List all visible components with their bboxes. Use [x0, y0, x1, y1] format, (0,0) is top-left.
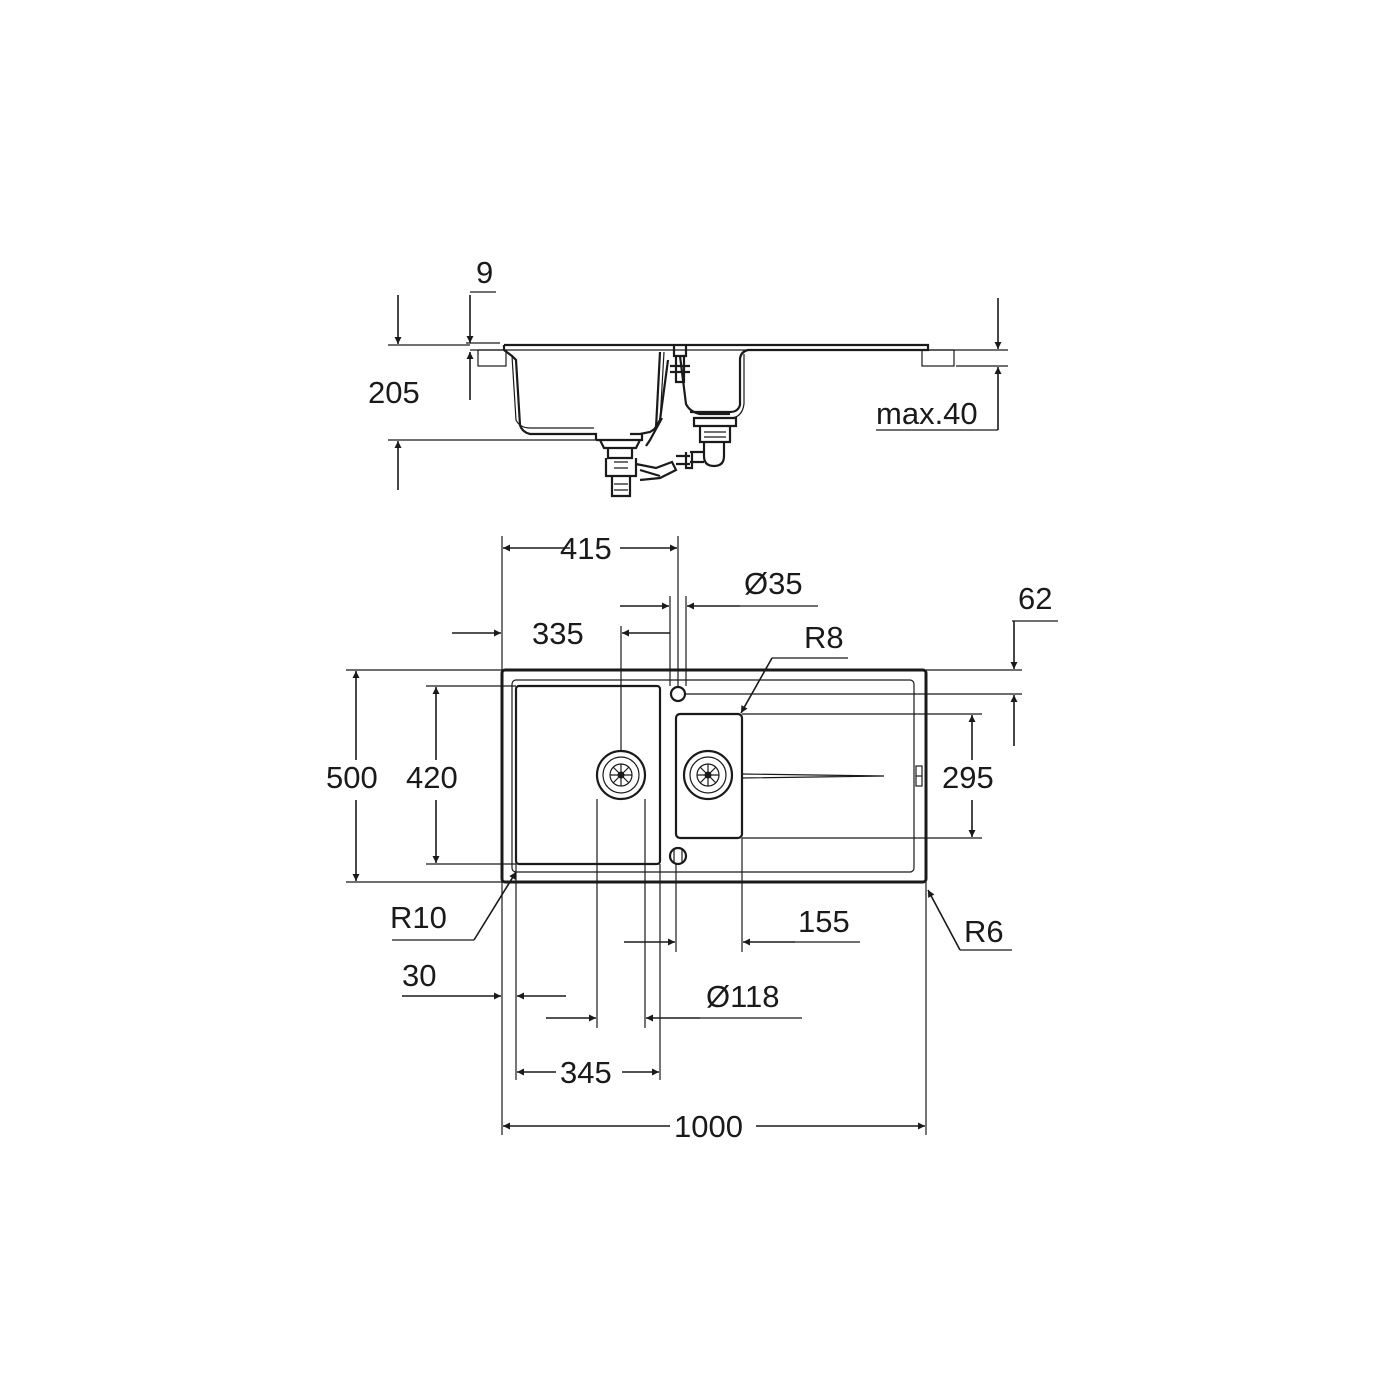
dim-rim-label: 9 [476, 255, 493, 290]
right-drain-icon [682, 749, 734, 801]
top-view: 415 Ø35 62 335 R8 500 420 295 R10 155 R6… [326, 531, 1058, 1144]
tap-hole [669, 685, 687, 703]
dim-tap-hole-label: Ø35 [744, 566, 803, 601]
dim-295-label: 295 [942, 760, 994, 795]
dim-30-label: 30 [402, 958, 436, 993]
dim-depth-label: 205 [368, 375, 420, 410]
left-waste-fitting [596, 434, 678, 498]
right-waste-fitting [676, 416, 738, 470]
dim-drain-label: Ø118 [706, 979, 780, 1014]
worktop-right [921, 349, 955, 367]
left-drain-icon [595, 749, 647, 801]
overflow-pipe [645, 344, 690, 447]
drainer-groove [741, 773, 885, 779]
dim-r10-label: R10 [390, 900, 447, 935]
dim-1000-label: 1000 [674, 1109, 743, 1144]
dim-335-label: 335 [532, 616, 584, 651]
dim-415-label: 415 [560, 531, 612, 566]
overflow-button [668, 846, 688, 866]
dim-r8-label: R8 [804, 620, 844, 655]
dim-345-label: 345 [560, 1055, 612, 1090]
dim-500-label: 500 [326, 760, 378, 795]
main-bowl [514, 684, 662, 866]
dim-420-label: 420 [406, 760, 458, 795]
sink-rim-profile [502, 343, 930, 440]
half-bowl [674, 712, 744, 840]
dim-worktop-label: max.40 [876, 396, 978, 431]
worktop-left [477, 349, 507, 367]
side-view: 9 205 max.40 [368, 255, 1008, 498]
dim-r6-label: R6 [964, 914, 1004, 949]
dim-62-label: 62 [1018, 581, 1052, 616]
dim-155-label: 155 [798, 904, 850, 939]
